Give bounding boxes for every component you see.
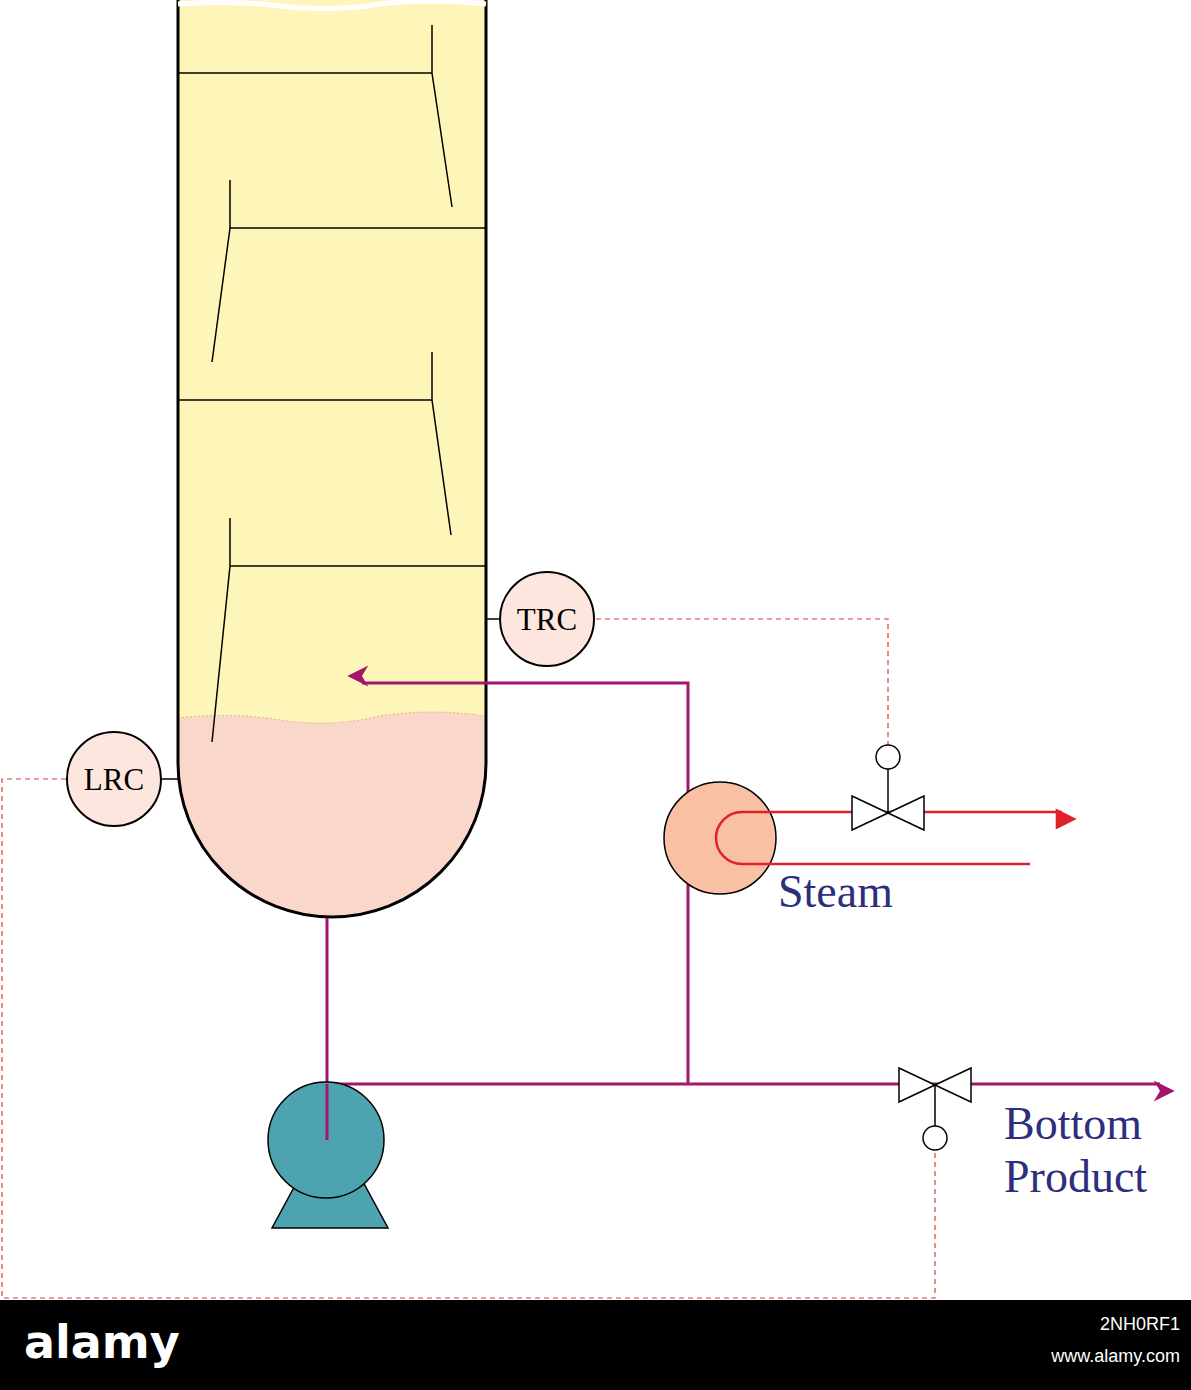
- reboiler-symbol: [664, 782, 776, 894]
- stream-label: Bottom Product: [1004, 1098, 1186, 1204]
- stream-label: Steam: [778, 866, 978, 919]
- liquid-surface: [178, 712, 486, 723]
- watermark-bar: [0, 1300, 1191, 1390]
- pump-symbol: [268, 1082, 384, 1198]
- instrument-tag: LRC: [84, 764, 144, 795]
- pump-suction: [326, 1084, 329, 1140]
- column-body: [178, 0, 486, 917]
- trays: [178, 25, 486, 742]
- watermark-url: www.alamy.com: [980, 1346, 1180, 1367]
- column-wall: [178, 0, 486, 917]
- watermark: alamy: [24, 1316, 324, 1369]
- lrc-tap: [160, 778, 178, 780]
- steam-coil: [716, 812, 1062, 864]
- image-id: 2NH0RF1: [1000, 1314, 1180, 1335]
- trc-tap: [486, 618, 500, 620]
- liquid-sump: [178, 712, 486, 917]
- product-valve: [899, 1068, 971, 1150]
- column-break: [178, 1, 486, 9]
- instrument-tag: TRC: [517, 604, 577, 635]
- controller-bubble: LRC: [66, 731, 162, 827]
- signal-lines: [2, 619, 935, 1298]
- process-lines: [327, 683, 1160, 1140]
- controller-bubble: TRC: [499, 571, 595, 667]
- steam-valve: [852, 745, 924, 830]
